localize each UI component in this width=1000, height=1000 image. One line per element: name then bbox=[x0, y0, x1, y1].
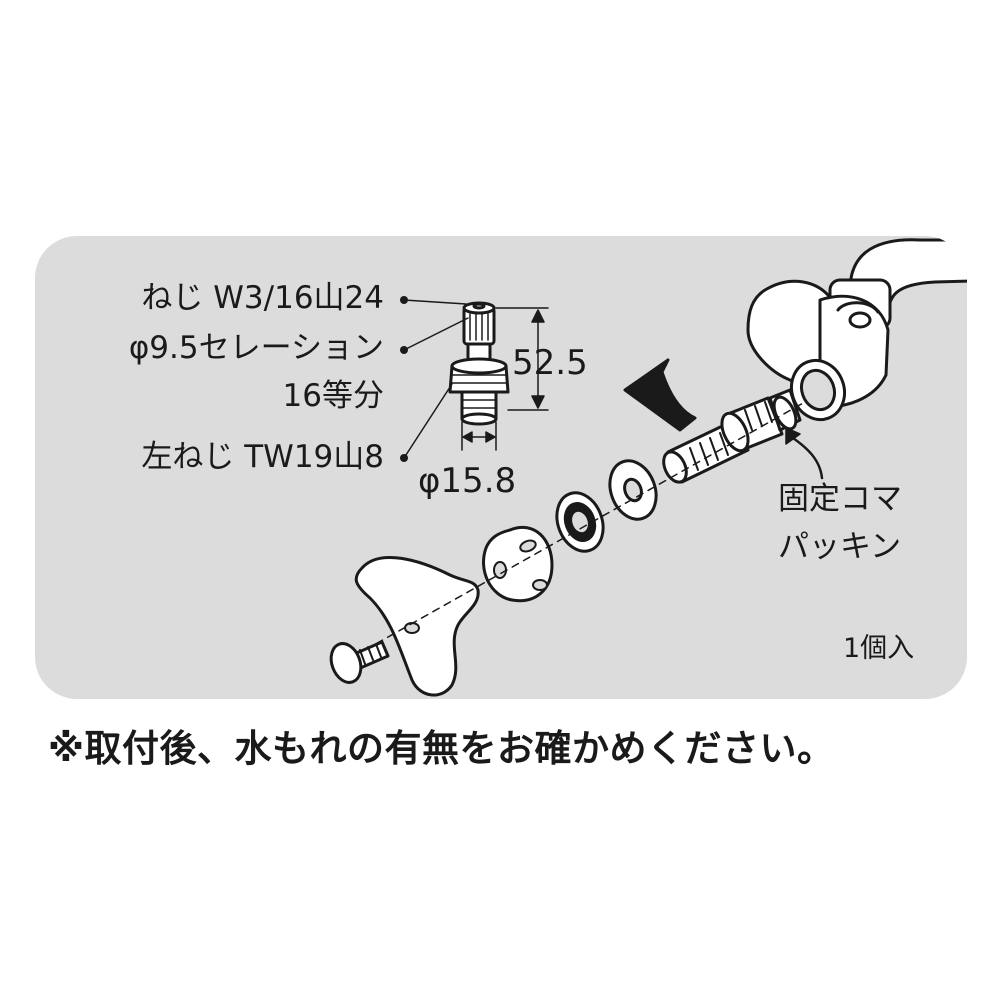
packing-callout-line1: 固定コマ bbox=[778, 481, 902, 517]
insertion-arrow-icon bbox=[623, 358, 697, 432]
height-dimension bbox=[495, 307, 549, 411]
diameter-dimension-label: φ15.8 bbox=[418, 461, 517, 501]
assembly-axis-line bbox=[364, 401, 806, 651]
packing-callout-arrow bbox=[785, 427, 824, 480]
diameter-dimension bbox=[461, 421, 497, 451]
screw-part bbox=[329, 640, 390, 684]
leader-dot bbox=[400, 346, 408, 354]
reference-spindle bbox=[448, 301, 510, 426]
lever-handle-part bbox=[354, 555, 480, 697]
spindle-part bbox=[662, 388, 802, 484]
left-thread-spec-label: 左ねじ TW19山8 bbox=[141, 439, 384, 475]
installation-note: ※取付後、水もれの有無をお確かめください。 bbox=[48, 727, 835, 770]
faucet-body bbox=[746, 238, 967, 422]
height-dimension-label: 52.5 bbox=[512, 343, 588, 383]
packing-callout-line2: パッキン bbox=[778, 529, 902, 565]
ring-nut-part bbox=[555, 491, 605, 553]
serration-division-label: 16等分 bbox=[282, 378, 384, 414]
spec-leader-lines bbox=[403, 299, 469, 459]
thread-spec-label: ねじ W3/16山24 bbox=[141, 280, 384, 316]
leader-dot bbox=[400, 454, 408, 462]
quantity-label: 1個入 bbox=[843, 633, 915, 664]
washer-part bbox=[608, 459, 658, 521]
serration-spec-label: φ9.5セレーション bbox=[128, 330, 384, 366]
leader-dot bbox=[400, 296, 408, 304]
